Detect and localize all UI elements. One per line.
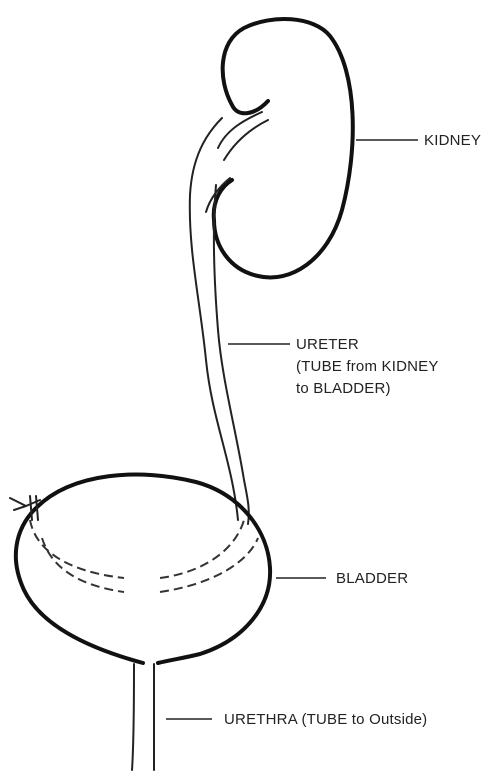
- kidney-outline: [214, 19, 353, 278]
- ureter-right-wall: [214, 185, 249, 524]
- ureter-label-line-2: (TUBE from KIDNEY: [296, 358, 439, 375]
- urethra-left-wall: [132, 664, 134, 770]
- urethra-label: URETHRA (TUBE to Outside): [224, 711, 427, 728]
- renal-pelvis: [218, 112, 262, 148]
- bladder-inner-dashed-right: [160, 520, 244, 578]
- ureter-label: URETER: [296, 336, 359, 353]
- kidney-label: KIDNEY: [424, 132, 481, 149]
- bladder-inner-dashed-left-2: [42, 538, 124, 592]
- ureter-label-line-3: to BLADDER): [296, 380, 391, 397]
- bladder-inner-dashed-left: [30, 520, 124, 578]
- bladder-label: BLADDER: [336, 570, 408, 587]
- bladder-outline: [16, 475, 270, 663]
- bladder-inner-dashed-right-2: [160, 538, 258, 592]
- renal-pelvis-inner: [224, 120, 268, 160]
